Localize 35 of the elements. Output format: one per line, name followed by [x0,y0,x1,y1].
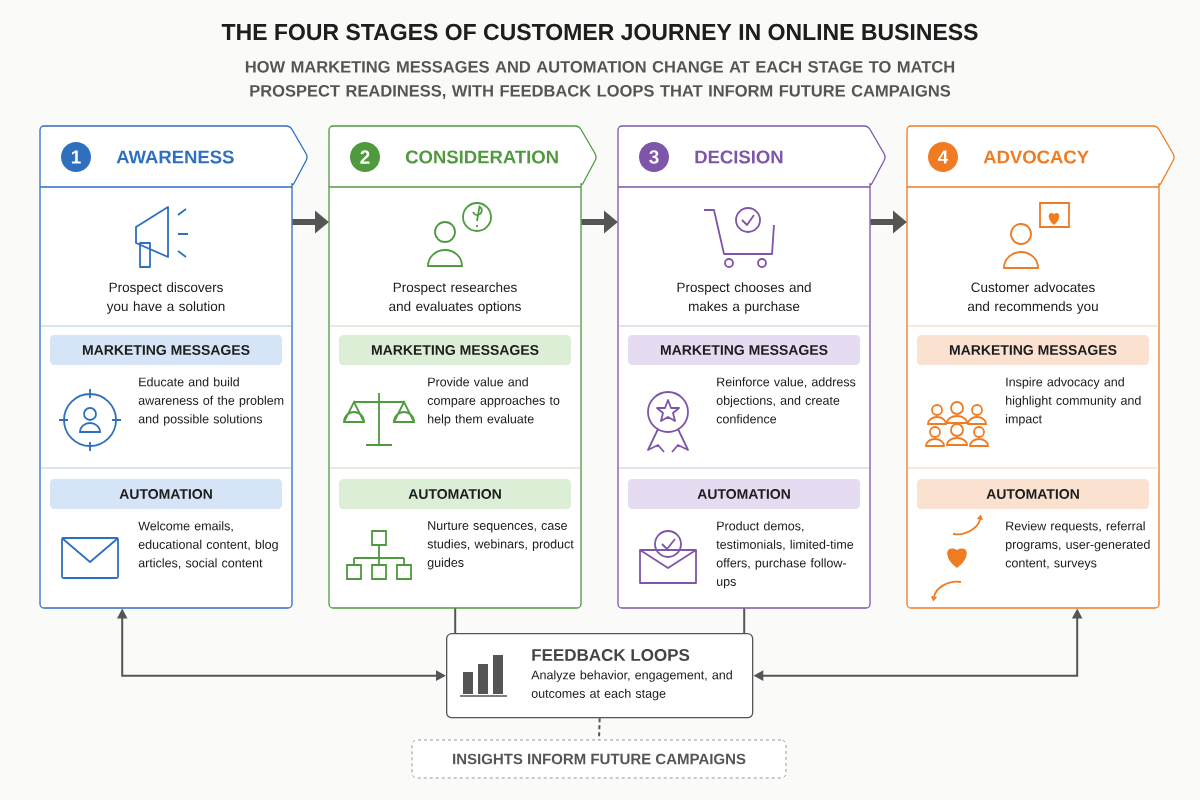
stage-description: Prospect chooses and makes a purchase [677,282,811,314]
number-badge: 1 [61,142,91,172]
connector-line [743,607,746,634]
feedback-description: Analyze behavior, engagement, and outcomes at each stage [531,670,732,701]
section-band: AUTOMATION [50,479,282,509]
feedback-title: FEEDBACK LOOPS [532,649,690,661]
section-band: MARKETING MESSAGES [917,335,1149,365]
body-text: Provide value and compare approaches to help them evaluate [427,377,560,426]
subtitle: HOW MARKETING MESSAGES AND AUTOMATION CHANGE AT EACH STAGE TO MATCH PROSPECT READINESS, WITH FEEDBACK LOOPS THAT INFORM FUTURE CAMPAIGNS [245,60,955,100]
insights-box: INSIGHTS INFORM FUTURE CAMPAIGNS [411,739,787,779]
number-badge: 4 [928,142,958,172]
number-badge: 3 [639,142,669,172]
stage-description: Prospect discovers you have a solution [106,282,225,314]
section-band: MARKETING MESSAGES [50,335,282,365]
section-band: AUTOMATION [917,479,1149,509]
body-text: Review requests, referral programs, user-generated content, surveys [1005,521,1150,570]
number-badge: 2 [350,142,380,172]
title: THE FOUR STAGES OF CUSTOMER JOURNEY IN ONLINE BUSINESS [221,23,978,41]
stage-title: CONSIDERATION [405,150,558,164]
stage-description: Prospect researches and evaluates options [389,282,521,314]
body-text: Inspire advocacy and highlight community and impact [1006,377,1141,426]
connector-line [454,607,457,634]
stage-description: Customer advocates and recommends you [967,282,1098,314]
body-text: Nurture sequences, case studies, webinars, product guides [427,521,574,570]
body-text: Educate and build awareness of the problem and possible solutions [138,377,284,426]
section-band: AUTOMATION [628,479,860,509]
body-text: Reinforce value, address objections, and create confidence [716,377,856,424]
body-text: Welcome emails, educational content, blog articles, social content [138,521,278,569]
stage-title: AWARENESS [116,150,234,164]
body-text: Product demos, testimonials, limited-time offers, purchase follow-ups [716,521,854,589]
section-band: MARKETING MESSAGES [628,335,860,365]
stage-title: ADVOCACY [983,150,1089,164]
section-band: AUTOMATION [339,479,571,509]
stage-title: DECISION [695,150,783,164]
section-band: MARKETING MESSAGES [339,335,571,365]
